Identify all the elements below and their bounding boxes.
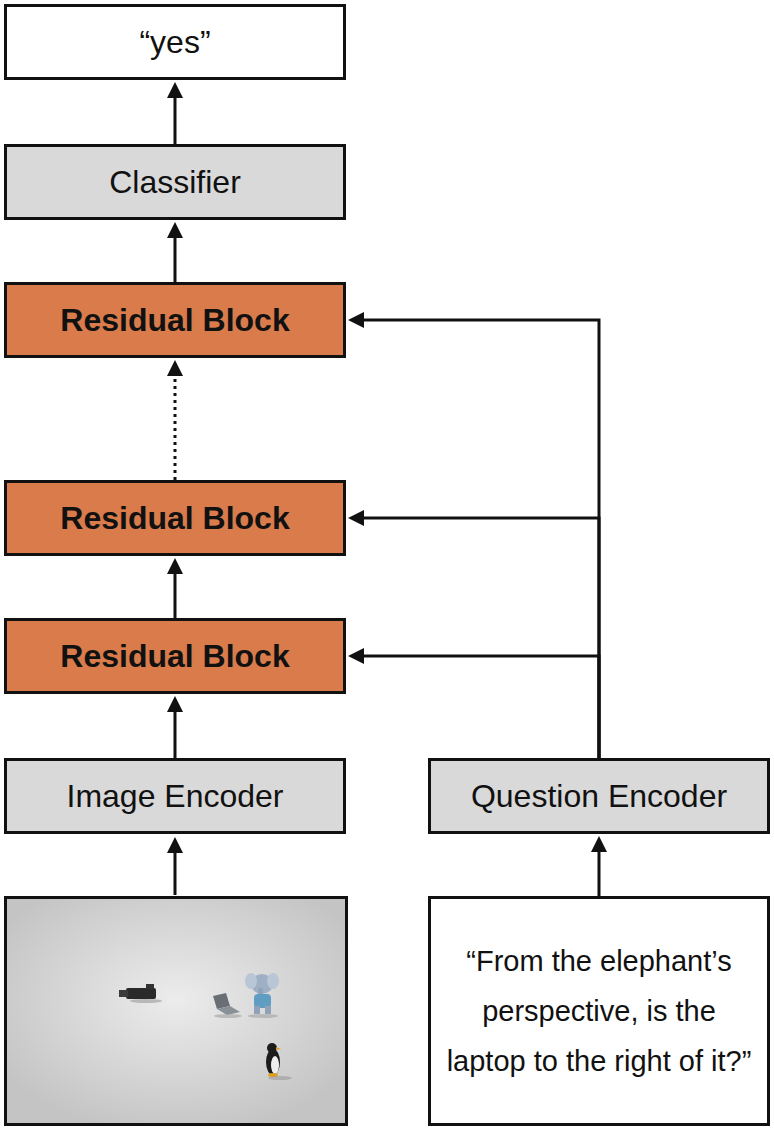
classifier-box: Classifier bbox=[4, 144, 346, 220]
scene-image bbox=[6, 898, 347, 1125]
image-input-arrow bbox=[167, 837, 183, 895]
connector-arrow bbox=[348, 312, 599, 758]
node-label: Residual Block bbox=[60, 499, 289, 537]
node-label: “From the elephant’s perspective, is the… bbox=[441, 936, 757, 1086]
image-frame bbox=[6, 898, 347, 1125]
connector-arrow bbox=[348, 510, 599, 758]
node-label: Image Encoder bbox=[66, 777, 283, 815]
node-label: “yes” bbox=[139, 23, 210, 61]
question-box: “From the elephant’s perspective, is the… bbox=[428, 896, 770, 1126]
encoder-box: Image Encoder bbox=[4, 758, 346, 834]
connector-arrow bbox=[167, 696, 183, 758]
node-label: Classifier bbox=[109, 163, 241, 201]
laptop-object bbox=[213, 993, 242, 1018]
residual-block: Residual Block bbox=[4, 282, 346, 358]
penguin-object bbox=[266, 1043, 292, 1080]
camera-object bbox=[119, 984, 162, 1003]
elephant-object bbox=[245, 973, 279, 1018]
connector-arrow bbox=[348, 648, 599, 758]
connector-arrow bbox=[591, 836, 607, 896]
connector-arrow bbox=[167, 222, 183, 282]
residual-block: Residual Block bbox=[4, 480, 346, 556]
node-label: Question Encoder bbox=[471, 777, 727, 815]
node-label: Residual Block bbox=[60, 637, 289, 675]
node-label: Residual Block bbox=[60, 301, 289, 339]
encoder-box: Question Encoder bbox=[428, 758, 770, 834]
connector-arrow bbox=[167, 558, 183, 618]
connector-arrow bbox=[167, 360, 183, 480]
connector-arrow bbox=[167, 82, 183, 144]
output-box: “yes” bbox=[4, 4, 346, 80]
residual-block: Residual Block bbox=[4, 618, 346, 694]
